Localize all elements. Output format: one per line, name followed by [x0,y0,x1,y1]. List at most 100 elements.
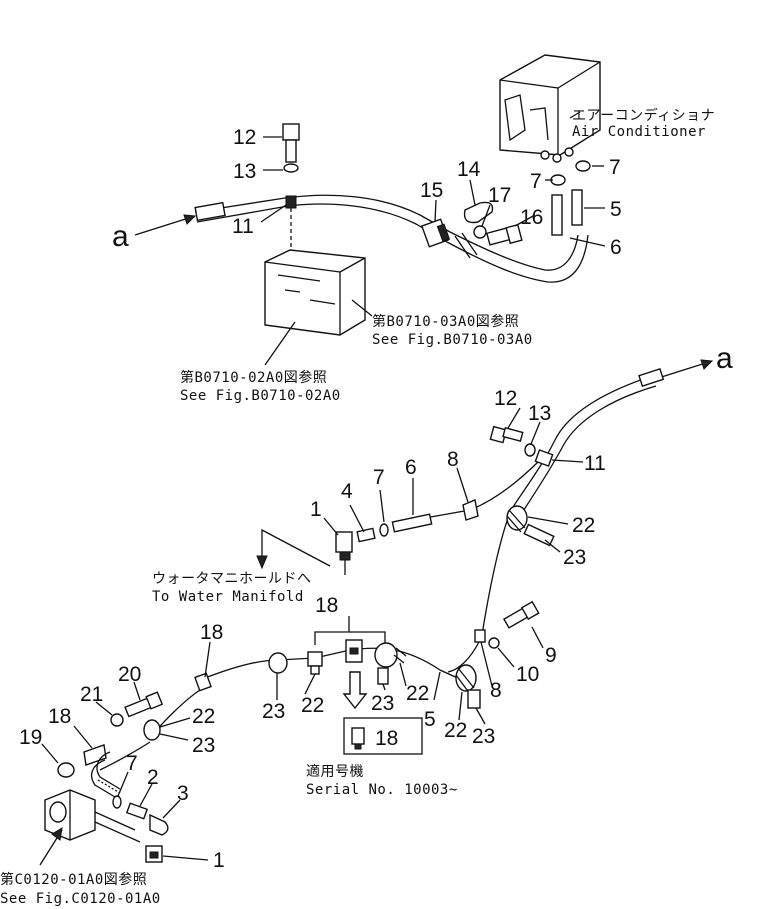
callout-box-18: 18 [375,727,398,750]
mid-bracket-18b [314,631,386,710]
lower-fitting-2 [125,802,149,820]
callout-mid-22: 22 [572,514,595,537]
callout-mid-23: 23 [563,546,586,569]
mid-clip-11 [534,449,554,467]
callout-top-15: 15 [420,179,443,202]
caption-air-conditioner-en: Air Conditioner [572,124,706,140]
leader-c0120-01a0 [39,827,63,866]
callout-top-7b: 7 [609,156,621,179]
lower-elbow-3 [149,813,169,836]
top-clip-7b [575,160,591,172]
callout-top-5: 5 [610,198,622,221]
caption-c0120-01a0-en: See Fig.C0120-01A0 [0,891,161,907]
lower-plug-19 [57,762,75,778]
callout-low-23: 23 [192,734,215,757]
lower-washer-7 [112,795,122,809]
callout-top-11: 11 [232,215,254,238]
mid-fitting-22b [393,647,407,664]
mid-washer-7 [379,523,389,537]
lower-manifold [44,789,141,843]
top-bolt-16 [485,223,523,246]
mid-fitting-23a [268,652,288,674]
lower-bracket-18 [83,744,107,766]
callout-top-17: 17 [488,184,511,207]
top-clip-7a [550,174,566,186]
callout-low-18: 18 [48,705,71,728]
callout-top-14: 14 [457,158,481,181]
leader-b0710-02a0 [264,321,296,366]
air-conditioner-unit [499,54,601,163]
mid-bolt-9 [503,600,540,629]
callout-mid-23a: 23 [262,700,285,723]
callout-mid-13: 13 [528,402,551,425]
lower-bolt-20 [124,691,164,718]
mid-washer-13 [524,443,536,457]
caption-water-manifold-jp: ウォータマニホールドへ [152,571,312,587]
top-hose [194,194,589,283]
caption-b0710-03a0-en: See Fig.B0710-03A0 [372,332,533,348]
top-clamp-15 [420,218,478,259]
callout-mid-9: 9 [545,644,557,667]
battery-box [264,208,366,336]
label-a-right: a [716,342,733,375]
lower-clamp-22 [143,719,161,741]
callout-low-22: 22 [192,705,215,728]
mid-sleeve-23c [467,689,481,709]
mid-sleeve-23 [523,523,555,547]
callout-mid-10: 10 [516,663,539,686]
callout-mid-23b: 23 [371,692,394,715]
callout-mid-18b: 18 [315,594,338,617]
mid-hose-6 [391,513,433,533]
top-hose-6 [551,194,563,236]
caption-b0710-02a0-jp: 第B0710-02A0図参照 [180,369,327,386]
callout-top-16: 16 [520,206,543,229]
callout-mid-23c: 23 [472,725,495,748]
caption-b0710-02a0-en: See Fig.B0710-02A0 [180,388,341,404]
callout-mid-18a: 18 [200,621,223,644]
mid-clip-18a [194,672,212,692]
callout-mid-11: 11 [584,452,606,475]
top-bolt-12 [282,123,300,163]
callout-mid-1: 1 [310,498,322,521]
mid-clip-8b [474,629,486,643]
callout-top-13: 13 [233,160,256,183]
callout-low-20: 20 [118,663,141,686]
caption-water-manifold-en: To Water Manifold [152,589,304,605]
callout-top-12: 12 [233,126,256,149]
mid-fitting-4 [356,527,376,543]
mid-fitting-22a [307,651,323,675]
callout-mid-12: 12 [494,387,517,410]
water-manifold-arrow [256,528,331,570]
caption-serial-jp: 適用号機 [306,763,364,780]
lower-leaders [41,407,584,861]
callout-top-7a: 7 [530,170,542,193]
callout-mid-22a: 22 [301,694,324,717]
lower-pipe [91,751,121,798]
callout-mid-22b: 22 [406,682,429,705]
callout-low-19: 19 [19,726,42,749]
caption-air-conditioner-jp: エアーコンディショナ [572,107,715,124]
callout-mid-6: 6 [405,456,417,479]
mid-valve-1 [335,531,353,575]
top-bracket-14 [463,201,494,224]
top-clip-11 [285,195,297,209]
callout-mid-5: 5 [424,708,436,731]
mid-bolt-12 [489,425,524,444]
lower-valve-1 [145,845,163,863]
mid-clamp-8 [462,499,479,521]
top-washer-13 [283,163,299,173]
top-leaders [260,136,606,247]
callout-top-6: 6 [610,236,622,259]
mid-fitting-23b [374,642,398,685]
callout-low-21: 21 [80,683,103,706]
serial-box [343,717,423,755]
callout-low-3: 3 [177,782,189,805]
callout-low-1: 1 [213,849,225,872]
mid-washer-10 [488,637,500,649]
top-washer-17 [473,225,487,239]
caption-b0710-03a0-jp: 第B0710-03A0図参照 [372,313,519,330]
caption-serial-en: Serial No. 10003~ [306,782,458,798]
top-hose-5 [571,189,583,226]
callout-low-2: 2 [147,766,159,789]
